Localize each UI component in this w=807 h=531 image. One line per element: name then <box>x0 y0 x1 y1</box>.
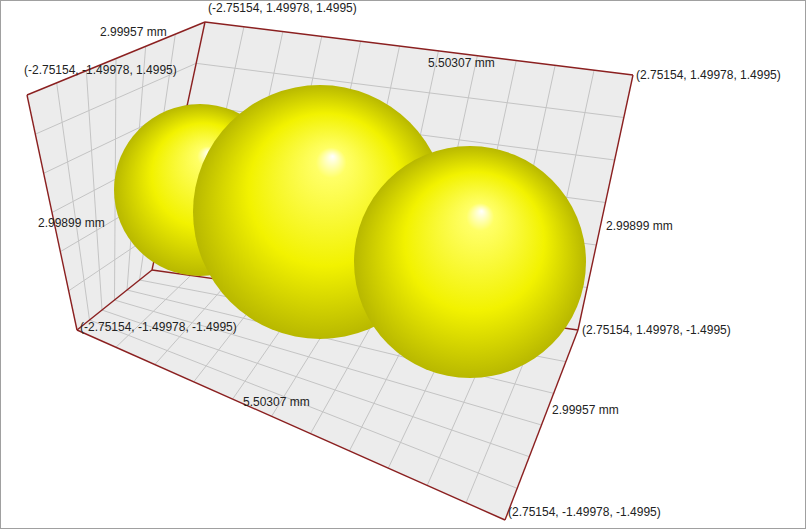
box-edges <box>27 22 633 520</box>
box-edge <box>27 95 77 330</box>
dimension-label: 2.99957 mm <box>100 25 167 39</box>
corner-coordinate: (2.75154, -1.49978, -1.4995) <box>508 505 661 519</box>
box-edge <box>205 22 633 75</box>
dimension-label: 2.99899 mm <box>38 216 105 230</box>
dimension-label: 2.99957 mm <box>552 403 619 417</box>
sphere <box>354 146 586 378</box>
corner-coordinate: (-2.75154, -1.49978, 1.4995) <box>24 63 177 77</box>
box-edge <box>578 75 633 330</box>
corner-coordinate: (-2.75154, 1.49978, 1.4995) <box>208 1 357 15</box>
corner-coordinate: (-2.75154, -1.49978, -1.4995) <box>80 320 237 334</box>
dimension-label: 5.50307 mm <box>243 395 310 409</box>
corner-coordinate: (2.75154, 1.49978, 1.4995) <box>636 68 781 82</box>
corner-coordinate: (2.75154, 1.49978, -1.4995) <box>582 323 731 337</box>
dimension-label: 5.50307 mm <box>428 56 495 70</box>
box-edge <box>27 22 205 95</box>
dimension-label: 2.99899 mm <box>606 219 673 233</box>
box-faces <box>27 22 633 520</box>
